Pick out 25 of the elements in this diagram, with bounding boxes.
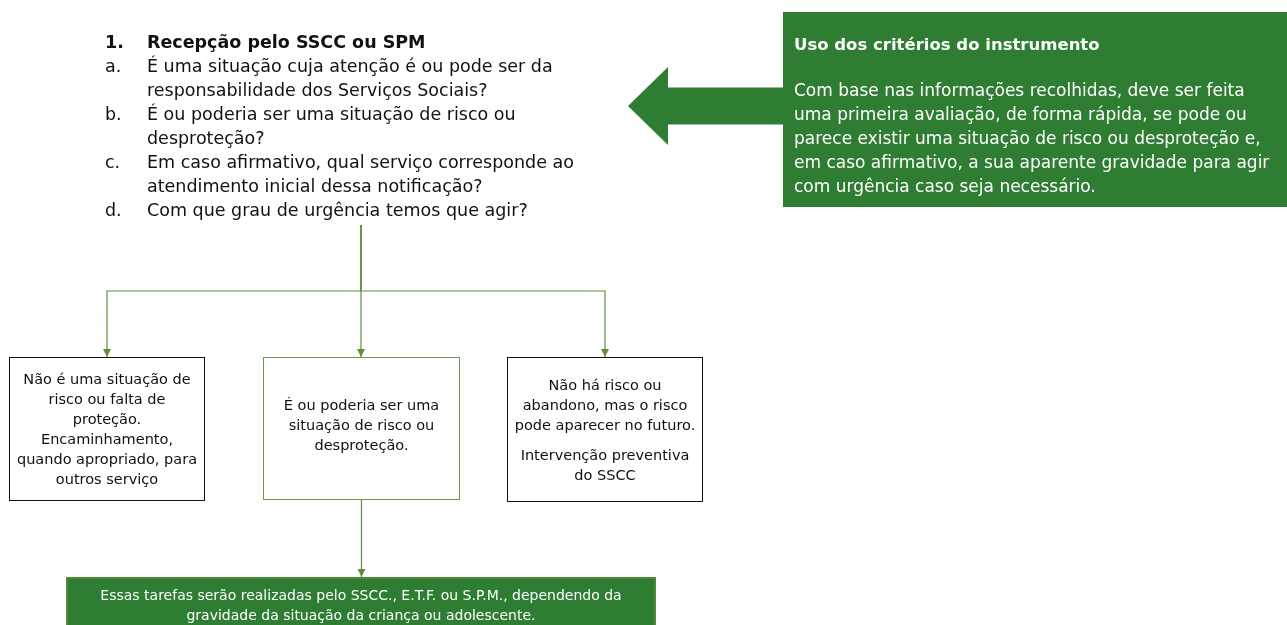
result-banner: [66, 577, 656, 625]
question-text: Em caso afirmativo, qual serviço corresponde ao atendimento inicial dessa notificação?: [147, 151, 575, 198]
banner-text: Essas tarefas serão realizadas pelo SSCC., E.T.F. ou S.P.M., dependendo da gravidade da situação da criança ou adolescente.: [99, 586, 623, 625]
list-marker: a.: [105, 55, 123, 78]
arrow: [360, 224, 609, 358]
block-arrow: [628, 67, 783, 145]
box-text: Intervenção preventiva do SSCC: [519, 445, 691, 485]
outcome-box: [507, 357, 703, 502]
panel-heading: Uso dos critérios do instrumento: [794, 34, 1101, 56]
box-text: É ou poderia ser uma situação de risco ou desproteção.: [282, 396, 441, 455]
question-text: É ou poderia ser uma situação de risco ou desproteção?: [147, 102, 517, 150]
box-text: Não há risco ou abandono, mas o risco pode aparecer no futuro.: [514, 375, 696, 435]
step-heading: Recepção pelo SSCC ou SPM: [147, 31, 427, 54]
list-marker: d.: [105, 199, 123, 222]
outcome-box: [263, 357, 460, 500]
question-text: É uma situação cuja atenção é ou pode ser da responsabilidade dos Serviços Sociais?: [147, 54, 554, 102]
question-text: Com que grau de urgência temos que agir?: [147, 199, 529, 222]
step-number: 1.: [105, 31, 125, 54]
box-text: Não é uma situação de risco ou falta de proteção. Encaminhamento, quando apropriado, para outros serviço: [16, 370, 198, 489]
panel-text: Com base nas informações recolhidas, deve ser feita uma primeira avaliação, de forma rápida, se pode ou parece existir uma situação de risco ou desproteção e, em caso afirmativo, a sua aparente gravidade para agir com urgência caso seja necessário.: [794, 79, 1271, 198]
arrow: [357, 499, 366, 578]
info-panel: [783, 12, 1287, 207]
outcome-box: [9, 357, 205, 501]
list-marker: c.: [105, 151, 122, 174]
list-marker: b.: [105, 103, 123, 126]
